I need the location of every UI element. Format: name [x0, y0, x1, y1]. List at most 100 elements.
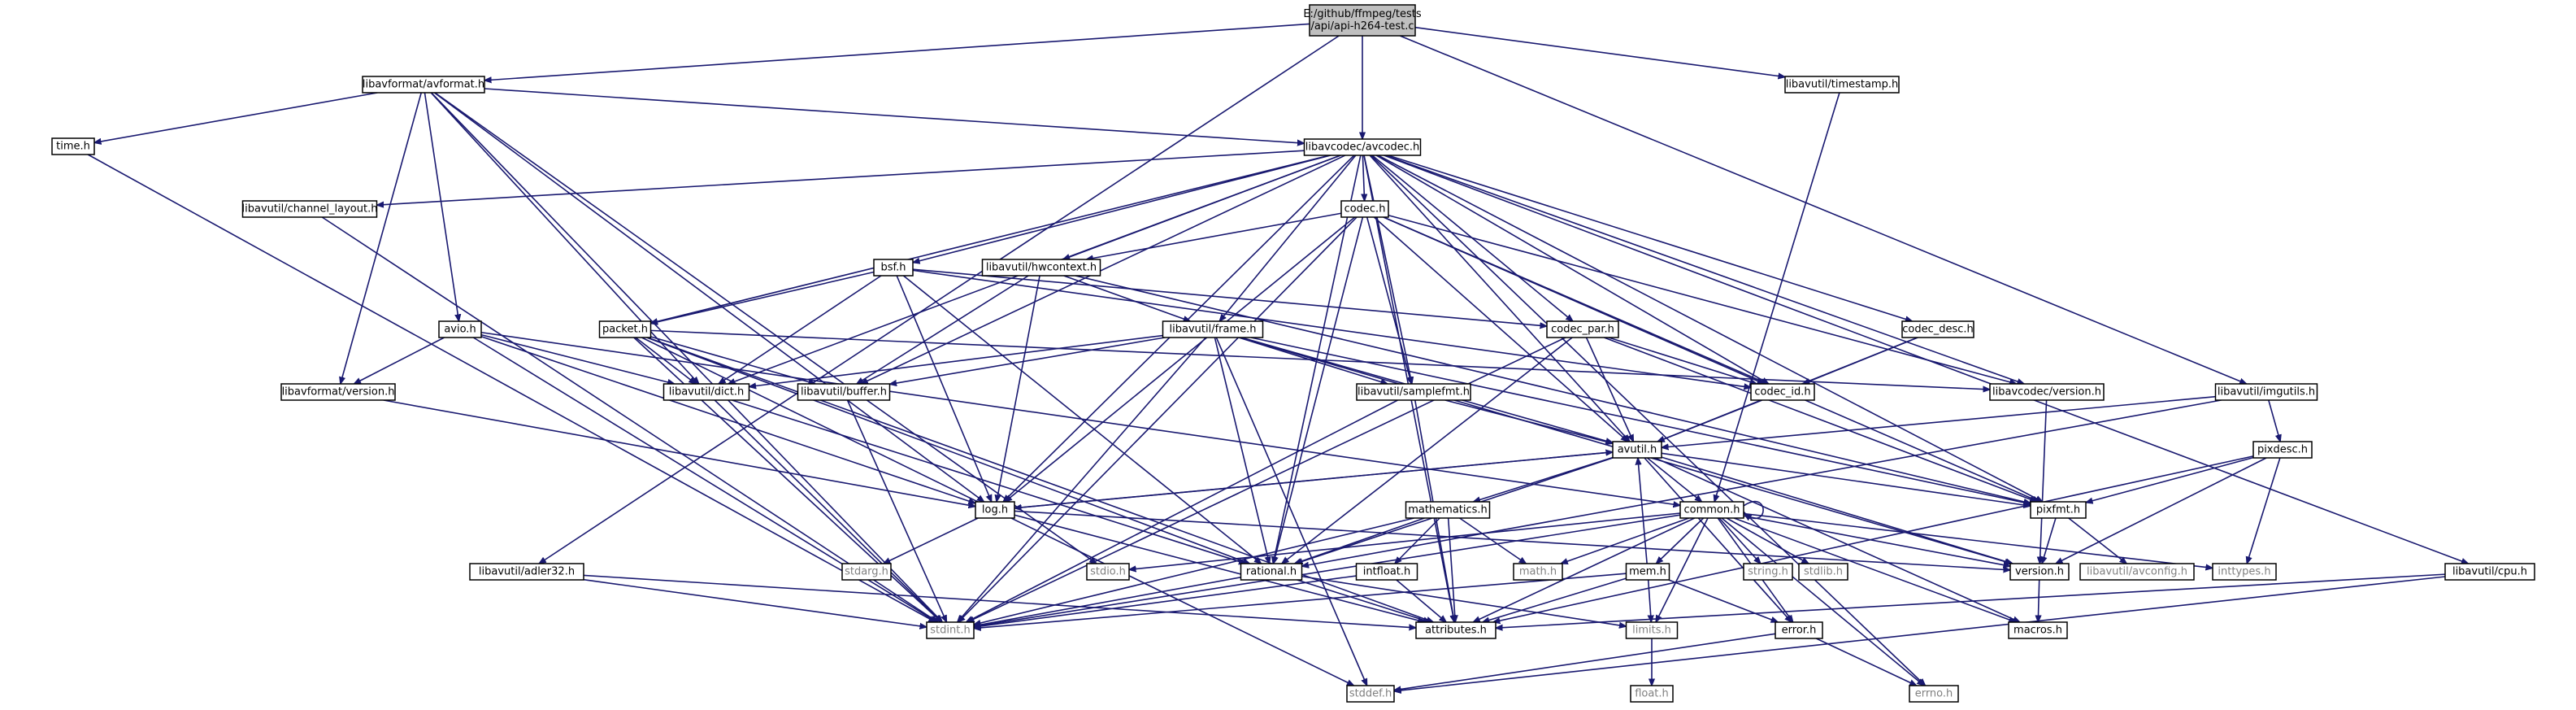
edge-avio-to-common	[480, 331, 1680, 506]
edge-common-to-math	[1561, 517, 1690, 564]
node-avformat[interactable]: libavformat/avformat.h	[362, 76, 485, 94]
node-lavcversion[interactable]: libavcodec/version.h	[1989, 383, 2105, 401]
edge-avcodec-to-packet	[651, 155, 1330, 323]
node-box-string	[1743, 563, 1793, 581]
edge-frame-to-stddef	[1215, 337, 1368, 686]
node-box-mathematics	[1405, 501, 1491, 519]
node-label-timestamp: libavutil/timestamp.h	[1786, 79, 1899, 91]
edge-avcodec-to-codecdesc	[1388, 155, 1913, 321]
node-box-cpu	[2444, 563, 2535, 581]
edge-mathematics-to-attributes	[1447, 517, 1456, 622]
edge-avcodec-to-chlayout	[377, 150, 1305, 205]
node-rational[interactable]: rational.h	[1240, 563, 1303, 581]
node-label-string: string.h	[1748, 566, 1788, 578]
node-codecid[interactable]: codec_id.h	[1750, 383, 1815, 401]
edge-frame-to-rational	[1214, 337, 1269, 564]
node-attributes[interactable]: attributes.h	[1415, 621, 1497, 639]
node-frame[interactable]: libavutil/frame.h	[1162, 320, 1264, 338]
node-bsf[interactable]: bsf.h	[873, 259, 914, 277]
node-box-hwcontext	[981, 259, 1101, 277]
node-adler32[interactable]: libavutil/adler32.h	[469, 563, 584, 581]
node-label-dict: libavutil/dict.h	[669, 386, 745, 399]
node-packet[interactable]: packet.h	[598, 320, 652, 338]
node-common[interactable]: common.h	[1679, 501, 1744, 519]
edge-avutil-to-error	[1644, 457, 1792, 622]
node-box-rational	[1240, 563, 1303, 581]
node-codec[interactable]: codec.h	[1340, 200, 1389, 218]
node-log[interactable]: log.h	[975, 501, 1015, 519]
node-label-samplefmt: libavutil/samplefmt.h	[1358, 386, 1470, 399]
node-codecpar[interactable]: codec_par.h	[1546, 320, 1619, 338]
edge-mathematics-to-stdint	[974, 517, 1414, 625]
node-stdarg: stdarg.h	[841, 563, 892, 581]
node-avutil[interactable]: avutil.h	[1612, 441, 1662, 459]
edge-common-to-stdlib	[1726, 517, 1809, 564]
edge-log-to-attributes	[1014, 514, 1425, 622]
edge-mem-to-limits	[1649, 579, 1652, 622]
node-label-codecpar: codec_par.h	[1551, 324, 1614, 336]
edge-codec-to-hwcontext	[1086, 212, 1342, 259]
node-box-avutil	[1612, 441, 1662, 459]
node-intfloat[interactable]: intfloat.h	[1355, 563, 1418, 581]
edge-cpu-to-attributes	[1496, 573, 2446, 628]
node-codecdesc[interactable]: codec_desc.h	[1901, 320, 1974, 338]
node-macros[interactable]: macros.h	[2008, 621, 2068, 639]
node-samplefmt[interactable]: libavutil/samplefmt.h	[1356, 383, 1471, 401]
node-box-avio	[438, 320, 482, 338]
edge-common-to-version	[1743, 515, 2010, 566]
node-box-dict	[662, 383, 750, 401]
node-cpu[interactable]: libavutil/cpu.h	[2444, 563, 2535, 581]
node-time[interactable]: time.h	[51, 137, 95, 155]
edge-rational-to-attributes	[1297, 579, 1431, 622]
edge-avformat-to-dict	[430, 92, 699, 384]
node-stdint: stdint.h	[926, 621, 975, 639]
node-dict[interactable]: libavutil/dict.h	[662, 383, 750, 401]
node-inttypes: inttypes.h	[2212, 563, 2277, 581]
node-root[interactable]: E:/github/ffmpeg/tests/api/api-h264-test…	[1303, 4, 1422, 37]
edge-version-to-macros	[2038, 579, 2039, 622]
edge-avutil-to-version	[1661, 456, 2013, 564]
node-hwcontext[interactable]: libavutil/hwcontext.h	[981, 259, 1101, 277]
edge-adler32-to-attributes	[583, 574, 1416, 628]
edge-pixdesc-to-inttypes	[2247, 457, 2281, 564]
edge-common-to-macros	[1733, 517, 2016, 622]
node-chlayout[interactable]: libavutil/channel_layout.h	[241, 200, 378, 218]
node-box-limits	[1625, 621, 1679, 639]
edge-codec-to-log	[1005, 216, 1356, 502]
edge-codecid-to-avutil	[1657, 399, 1763, 442]
edge-packet-to-stdint	[633, 337, 941, 622]
nodes-layer: E:/github/ffmpeg/tests/api/api-h264-test…	[51, 4, 2535, 703]
node-mem[interactable]: mem.h	[1625, 563, 1670, 581]
edge-avformat-to-lavfversion	[341, 92, 422, 384]
node-buffer[interactable]: libavutil/buffer.h	[797, 383, 891, 401]
node-avcodec[interactable]: libavcodec/avcodec.h	[1303, 138, 1422, 156]
node-box-inttypes	[2212, 563, 2277, 581]
node-mathematics[interactable]: mathematics.h	[1405, 501, 1491, 519]
edge-common-to-mem	[1656, 517, 1705, 564]
node-version[interactable]: version.h	[2009, 563, 2070, 581]
edge-adler32-to-stdint	[583, 578, 927, 627]
edge-cpu-to-stddef	[1394, 576, 2446, 691]
node-pixfmt[interactable]: pixfmt.h	[2030, 501, 2087, 519]
edge-frame-to-stdint	[958, 337, 1206, 622]
node-box-chlayout	[241, 200, 378, 218]
node-error[interactable]: error.h	[1775, 621, 1823, 639]
edge-samplefmt-to-stdint	[966, 399, 1398, 622]
node-box-buffer	[797, 383, 891, 401]
node-lavfversion[interactable]: libavformat/version.h	[280, 383, 396, 401]
node-imgutils[interactable]: libavutil/imgutils.h	[2214, 383, 2318, 401]
node-label-log: log.h	[982, 504, 1008, 516]
node-box-attributes	[1415, 621, 1497, 639]
node-timestamp[interactable]: libavutil/timestamp.h	[1784, 76, 1900, 94]
edge-hwcontext-to-frame	[1063, 275, 1190, 321]
node-box-error	[1775, 621, 1823, 639]
node-avio[interactable]: avio.h	[438, 320, 482, 338]
node-pixdesc[interactable]: pixdesc.h	[2252, 441, 2313, 459]
node-label-codecid: codec_id.h	[1754, 386, 1810, 399]
edge-avformat-to-avio	[424, 92, 458, 321]
edge-frame-to-buffer	[890, 337, 1166, 384]
node-label-avconfig: libavutil/avconfig.h	[2087, 566, 2187, 578]
node-box-bsf	[873, 259, 914, 277]
edge-frame-to-pixfmt	[1250, 337, 2031, 504]
edge-root-to-timestamp	[1414, 26, 1785, 77]
